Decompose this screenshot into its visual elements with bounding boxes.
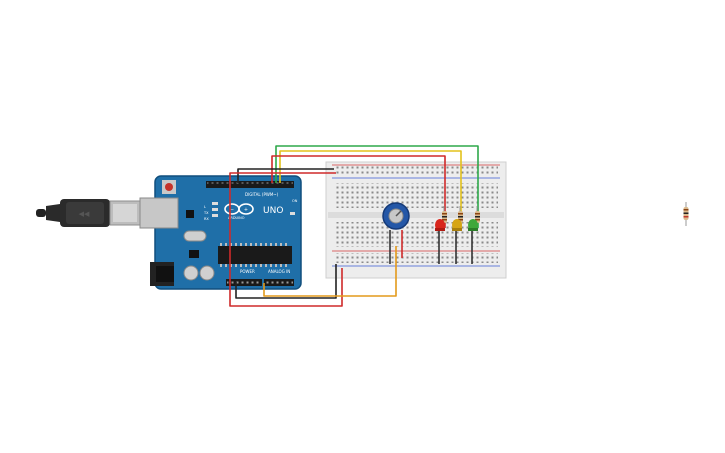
arduino-logo: − + bbox=[224, 203, 254, 215]
board-brand-label: UNO bbox=[263, 206, 283, 216]
analog-label: ANALOG IN bbox=[268, 269, 290, 274]
wire-orange-analog[interactable] bbox=[263, 246, 397, 297]
svg-text:+: + bbox=[244, 207, 248, 213]
tx-label: TX bbox=[203, 211, 209, 215]
on-label: ON bbox=[292, 199, 298, 203]
usb-cable[interactable]: ◀◀ bbox=[36, 199, 141, 227]
led-green[interactable] bbox=[468, 219, 478, 231]
svg-text:◀◀: ◀◀ bbox=[79, 210, 90, 218]
digital-label: DIGITAL (PWM~) bbox=[245, 192, 279, 197]
loose-resistor[interactable] bbox=[683, 202, 689, 226]
power-header[interactable] bbox=[226, 279, 262, 286]
wire-green[interactable] bbox=[275, 145, 479, 228]
led-red[interactable] bbox=[435, 219, 445, 231]
analog-header[interactable] bbox=[264, 279, 294, 286]
resistor-1[interactable] bbox=[442, 206, 447, 228]
wire-red-5v[interactable] bbox=[229, 176, 343, 307]
led-yellow[interactable] bbox=[452, 219, 462, 231]
board-maker-label: ARDUINO bbox=[228, 216, 245, 220]
digital-header[interactable] bbox=[206, 181, 294, 188]
usb-jack bbox=[139, 197, 179, 229]
rx-label: RX bbox=[204, 217, 209, 221]
wire-yellow[interactable] bbox=[279, 150, 462, 228]
potentiometer[interactable] bbox=[382, 202, 410, 230]
power-label: POWER bbox=[240, 269, 255, 274]
wire-black-bottom[interactable] bbox=[235, 264, 337, 299]
wire-black-gnd[interactable] bbox=[237, 168, 334, 183]
l-label: L bbox=[204, 205, 206, 209]
arduino-uno-board[interactable]: − + UNO ARDUINO TX RX L ON DIGITAL (PWM~… bbox=[139, 175, 302, 290]
atmega-chip bbox=[218, 243, 292, 267]
svg-text:−: − bbox=[230, 207, 234, 213]
breadboard[interactable] bbox=[325, 161, 507, 279]
wire-red-5v-top[interactable] bbox=[229, 172, 336, 176]
